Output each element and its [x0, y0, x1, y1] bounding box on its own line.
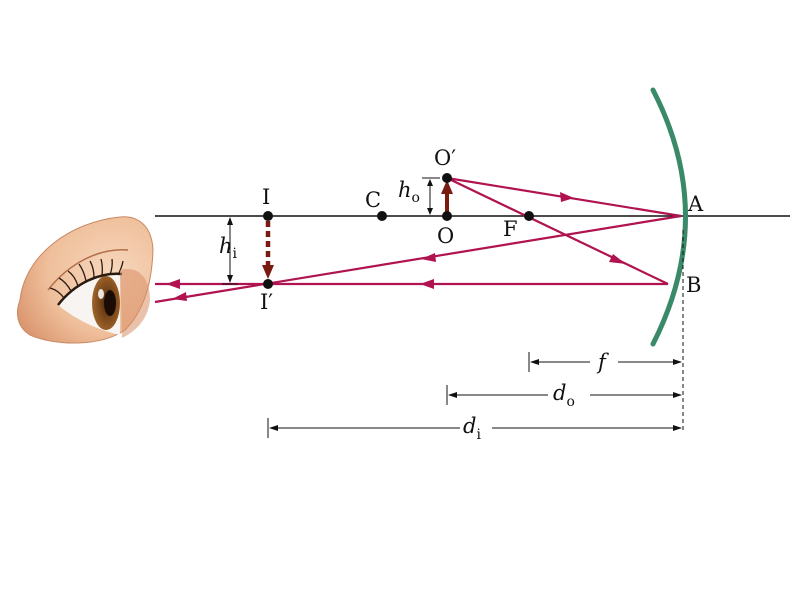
h-o-arrowhead-top — [427, 179, 433, 186]
point-C — [377, 211, 387, 221]
label-F: F — [503, 217, 518, 241]
d-i-arrowhead-left — [269, 425, 278, 431]
d-i-dimension — [267, 418, 681, 438]
eye-eyelid-line — [57, 272, 123, 306]
h-i-dimension — [222, 215, 238, 285]
label-O: O — [437, 224, 454, 248]
eye-icon — [17, 216, 154, 344]
eye-highlight — [98, 289, 104, 299]
point-O-prime — [442, 173, 452, 183]
object-arrow-head — [441, 180, 453, 194]
eye-side-shadow — [120, 269, 150, 338]
d-o-arrowhead-left — [448, 392, 457, 398]
label-I-prime: I′ — [260, 290, 273, 314]
ray-A-to-eye — [154, 214, 682, 304]
h-i-arrowhead-top — [227, 217, 233, 225]
eye-lashes — [49, 258, 124, 299]
eye-upper-lid-crease — [47, 249, 129, 291]
point-F — [524, 211, 534, 221]
label-O-prime: O′ — [434, 146, 456, 170]
d-i-arrowhead-right — [673, 425, 682, 431]
label-d-i: di — [463, 414, 481, 443]
label-B: B — [686, 273, 701, 297]
eye-pupil — [104, 290, 116, 316]
label-f: f — [596, 350, 609, 374]
label-h-o: ho — [398, 178, 420, 206]
f-arrowhead-left — [530, 359, 539, 365]
arrowhead-reflected-lower-2 — [166, 279, 180, 289]
d-o-dimension — [446, 385, 681, 405]
f-dimension — [528, 352, 681, 372]
point-O — [442, 211, 452, 221]
point-I-prime — [263, 279, 273, 289]
arrowhead-toward-B — [609, 254, 626, 264]
image-arrow-head — [262, 265, 274, 279]
f-arrowhead-right — [673, 359, 682, 365]
ray-object-through-F — [446, 177, 669, 285]
label-C: C — [365, 188, 381, 212]
arrowhead-reflected-upper-2 — [172, 292, 187, 301]
ray-arrowheads — [166, 192, 626, 301]
h-i-arrowhead-bottom — [227, 275, 233, 283]
label-I: I — [262, 185, 270, 209]
label-h-i: hi — [219, 234, 238, 262]
arrowhead-reflected-upper-1 — [421, 253, 436, 262]
concave-mirror — [650, 87, 688, 347]
arrowhead-toward-A — [560, 192, 574, 202]
d-o-arrowhead-right — [673, 392, 682, 398]
arrowhead-reflected-lower-1 — [420, 279, 434, 289]
point-markers — [263, 173, 534, 289]
label-A: A — [687, 192, 704, 216]
label-d-o: do — [553, 381, 575, 410]
point-I — [263, 211, 273, 221]
h-o-arrowhead-bottom — [427, 208, 433, 215]
